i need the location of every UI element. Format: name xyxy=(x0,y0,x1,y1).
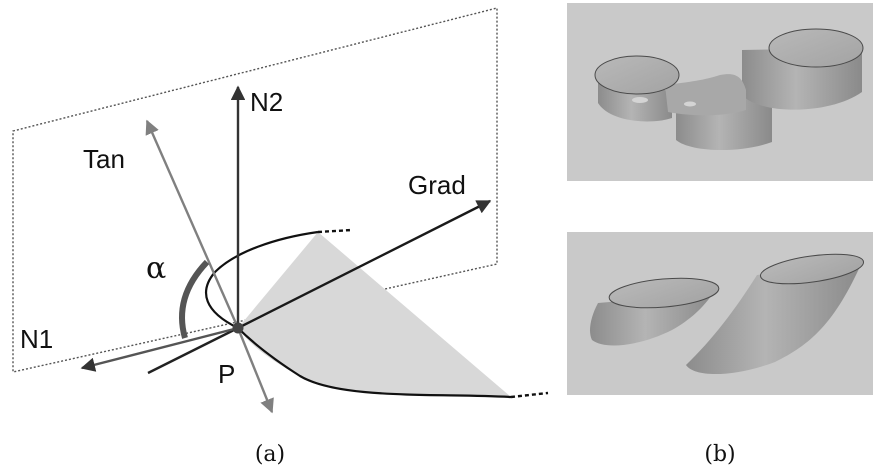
panel-b-renders: (b) xyxy=(567,3,873,467)
label-grad: Grad xyxy=(408,170,466,200)
point-p-marker xyxy=(232,322,244,334)
caption-b: (b) xyxy=(704,442,735,467)
label-n2: N2 xyxy=(250,87,283,117)
render-connected-shape xyxy=(567,3,873,181)
caption-a: (a) xyxy=(255,442,285,467)
shaded-surface-region xyxy=(238,232,511,397)
render-split-shapes xyxy=(567,232,873,395)
n1-arrow xyxy=(80,326,239,372)
grad-arrow xyxy=(237,199,492,330)
curve-continuation-bottom xyxy=(510,391,549,399)
label-tan: Tan xyxy=(83,144,125,174)
label-n1: N1 xyxy=(20,324,53,354)
alpha-angle-arc xyxy=(179,259,210,339)
label-p: P xyxy=(218,359,235,389)
n1-axis-back-segment xyxy=(147,326,239,375)
tan-arrow-down xyxy=(236,327,274,414)
normal-plane xyxy=(12,7,498,373)
panel-a-diagram: N2 Tan Grad α N1 P (a) xyxy=(12,7,549,467)
tan-arrow-up xyxy=(145,119,240,329)
label-alpha: α xyxy=(146,251,166,286)
curve-continuation-top xyxy=(317,228,353,234)
